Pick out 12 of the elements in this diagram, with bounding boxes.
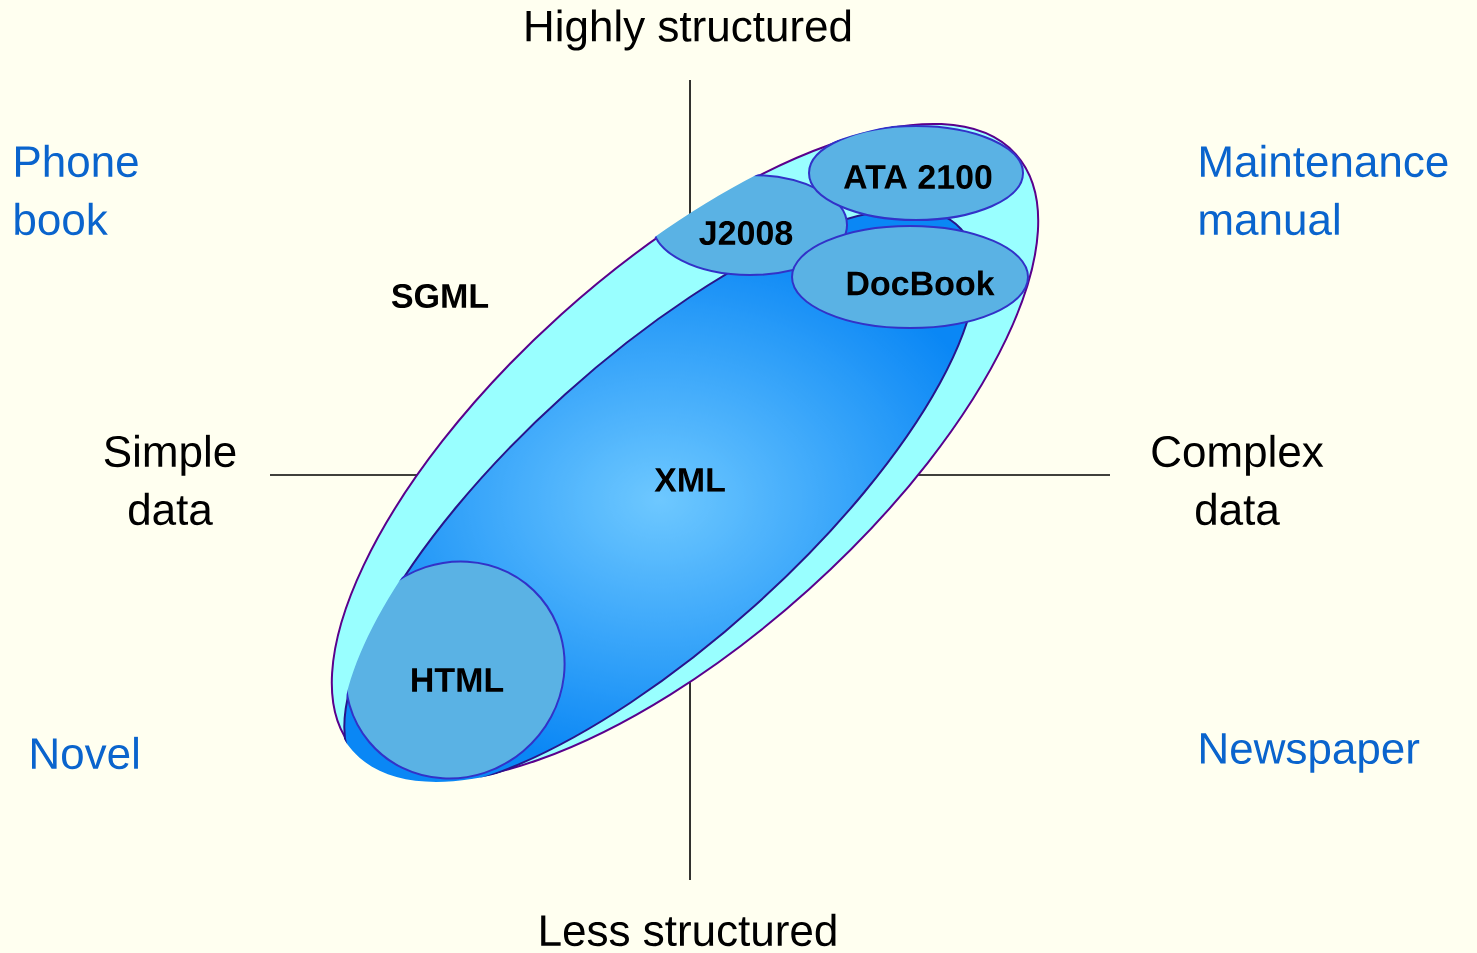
axis-label: Highly structured	[526, 9, 851, 51]
ellipse-region: ATA 2100	[808, 125, 1024, 221]
ellipse-region: DocBook	[791, 225, 1029, 329]
quadrant-label: Newspaper	[1201, 733, 1420, 773]
quadrant-label: Phone book	[15, 144, 138, 236]
axis-label: Less structured	[541, 913, 836, 947]
quadrant-label: Maintenance manual	[1200, 144, 1448, 236]
quadrant-label: Novel	[32, 736, 138, 770]
axis-label: Complex data	[1152, 434, 1324, 526]
node-label: J2008	[699, 220, 793, 246]
ellipse-region: HTML	[344, 560, 566, 780]
axis-label: Simple data	[104, 434, 236, 526]
